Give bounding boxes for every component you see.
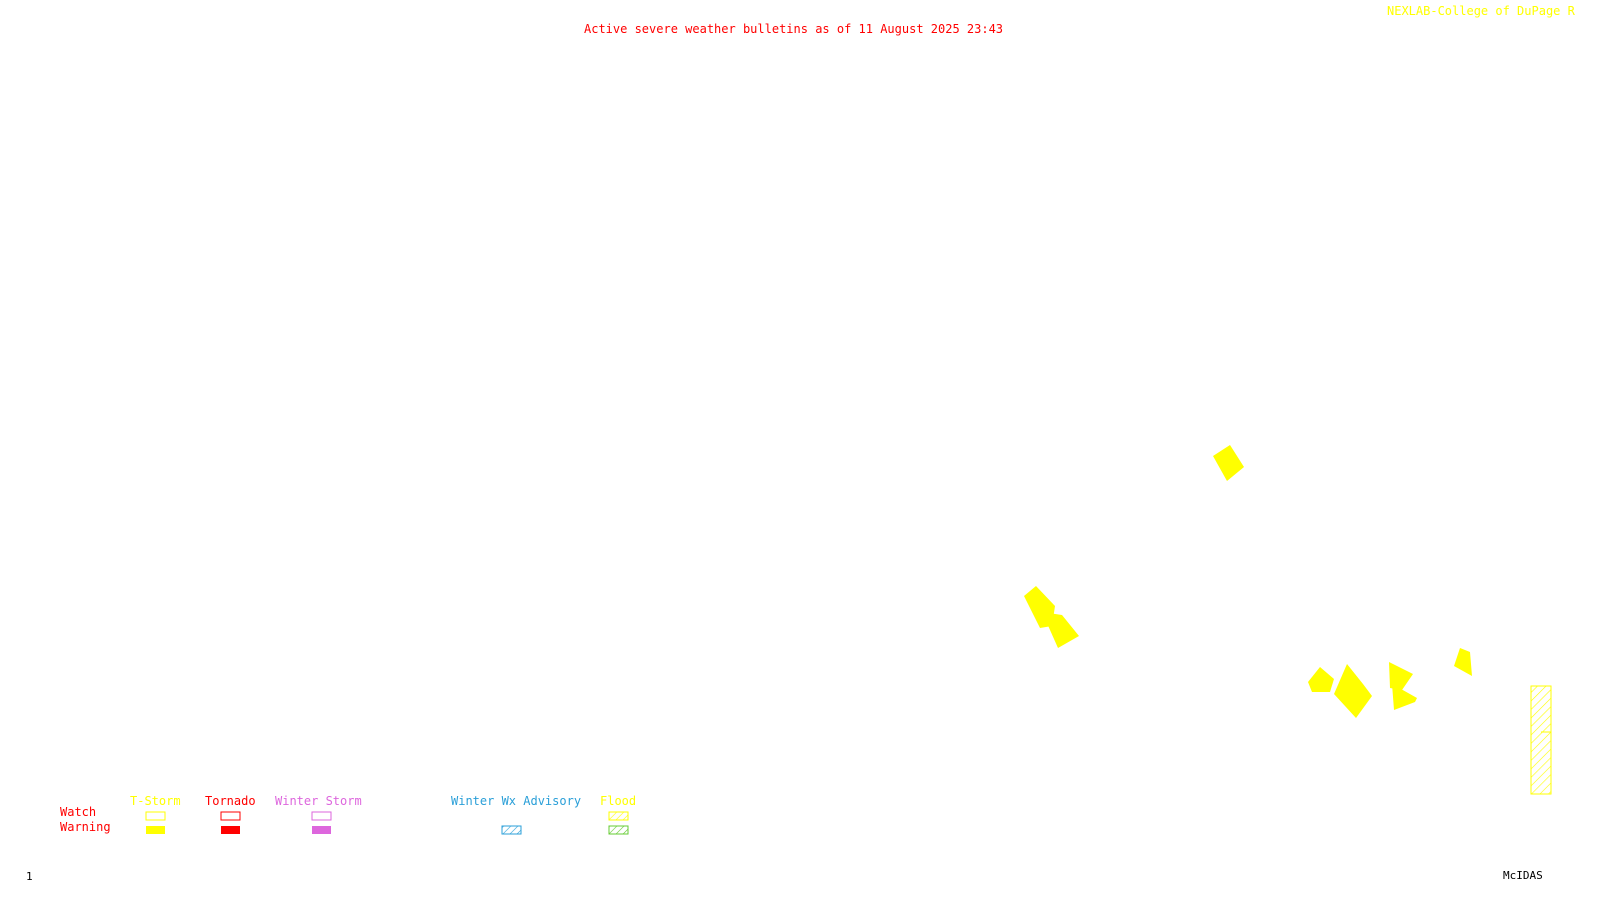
source-credit: NEXLAB-College of DuPage R [1387, 4, 1575, 18]
tstorm-warning-polygons [1024, 445, 1472, 718]
legend-winter-wx-advisory-label: Winter Wx Advisory [451, 794, 582, 808]
tstorm-warning-polygon [1454, 648, 1472, 676]
software-label: McIDAS [1503, 869, 1543, 882]
frame-number: 1 [26, 870, 33, 883]
tstorm-warning-polygon [1308, 667, 1334, 692]
legend-flood-label: Flood [600, 794, 637, 808]
tstorm-warning-polygon [1213, 445, 1244, 481]
legend-watch-row-label: Watch [60, 805, 97, 819]
legend-tornado-label: Tornado [205, 794, 256, 808]
tstorm-warning-polygon [1042, 612, 1079, 648]
winter-storm-watch-swatch [311, 811, 332, 821]
tornado-watch-swatch [220, 811, 241, 821]
tstorm-warning-swatch [146, 826, 165, 834]
legend-tstorm-label: T-Storm [130, 794, 181, 808]
bulletin-title: Active severe weather bulletins as of 11… [584, 22, 1004, 36]
winter-storm-warning-swatch [312, 826, 331, 834]
tornado-warning-swatch [221, 826, 240, 834]
flood-watch-area [1530, 685, 1552, 795]
flood-watch-swatch [608, 811, 629, 821]
flood-watch-polygon [1530, 685, 1552, 795]
tstorm-warning-polygon [1334, 664, 1372, 718]
flood-warning-swatch [608, 825, 629, 835]
winter-wx-advisory-swatch [501, 825, 522, 835]
legend-swatches [145, 811, 629, 835]
legend-warning-row-label: Warning [60, 820, 111, 834]
legend-winter-storm-label: Winter Storm [275, 794, 362, 808]
tstorm-watch-swatch [145, 811, 166, 821]
tstorm-warning-polygon [1389, 662, 1413, 690]
tstorm-warning-polygon [1392, 684, 1417, 710]
